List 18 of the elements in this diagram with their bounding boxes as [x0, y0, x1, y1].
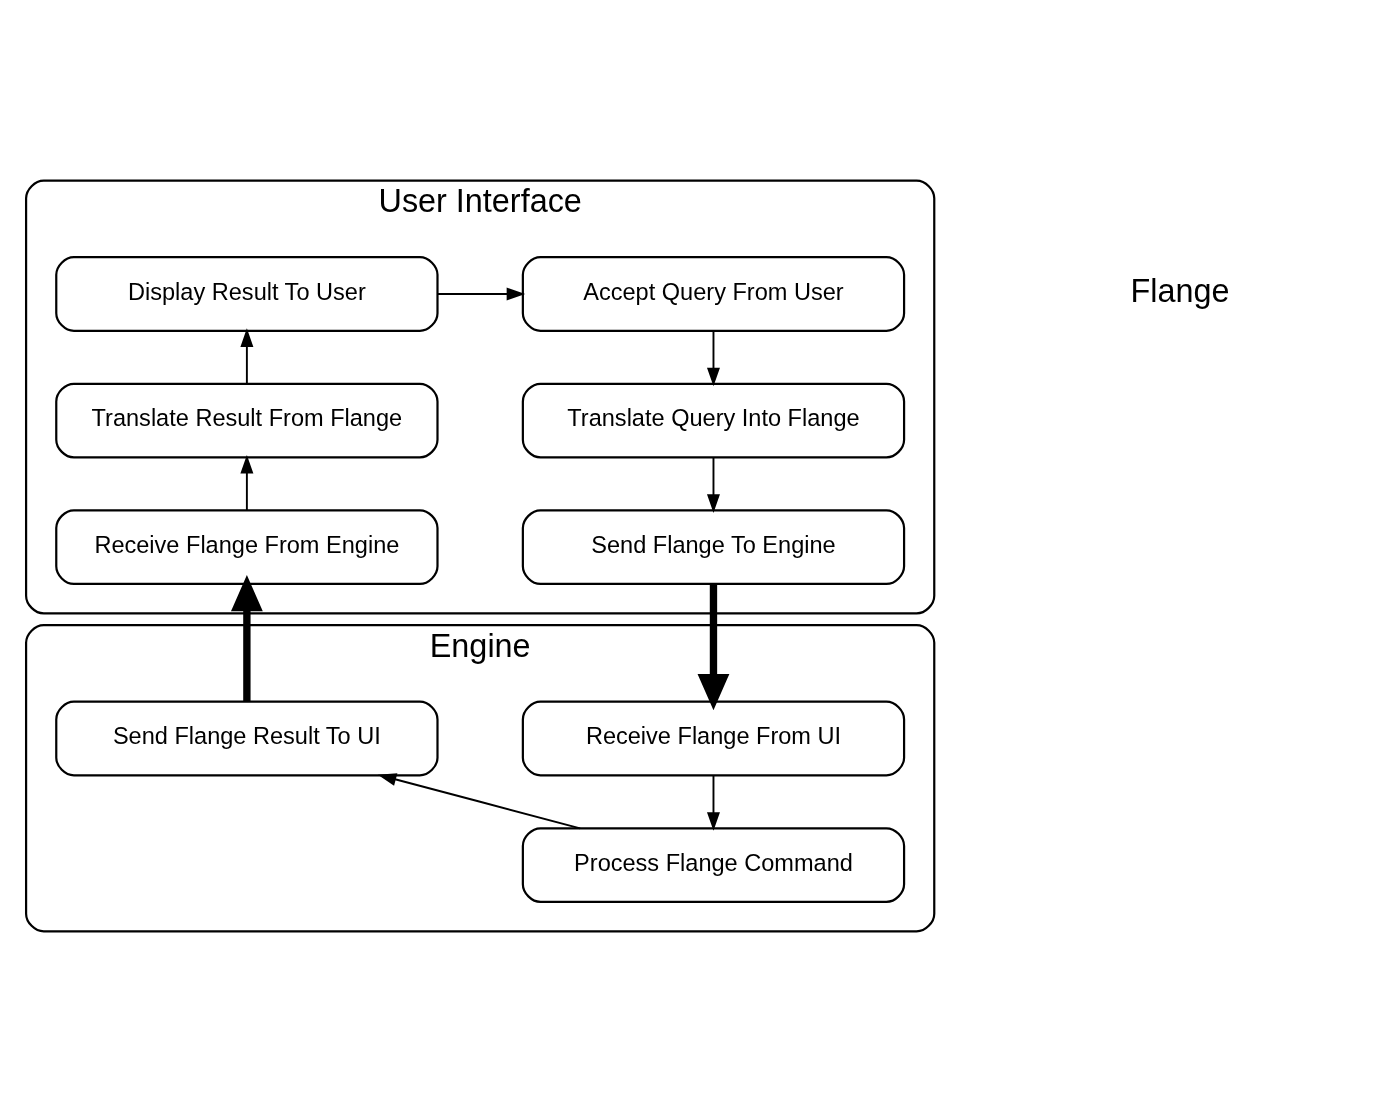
arrow — [706, 456, 720, 513]
node-box: Accept Query From User — [521, 255, 906, 332]
node-box: Receive Flange From Engine — [55, 508, 439, 585]
label: Flange — [1130, 272, 1230, 309]
arrow — [436, 287, 526, 300]
node-box: Process Flange Command — [521, 826, 906, 903]
arrow — [377, 772, 582, 829]
node-box: Send Flange Result To UI — [55, 700, 439, 776]
node-box: Translate Query Into Flange — [521, 382, 906, 458]
node-box: Display Result To User — [55, 255, 439, 332]
arrow — [240, 454, 254, 511]
node-box: Send Flange To Engine — [521, 508, 906, 585]
arrow — [706, 329, 720, 386]
arrow — [697, 583, 730, 710]
arrow — [240, 327, 254, 384]
node-box: Receive Flange From UI — [521, 700, 906, 776]
arrow — [706, 774, 720, 831]
node-box: Translate Result From Flange — [55, 382, 439, 458]
